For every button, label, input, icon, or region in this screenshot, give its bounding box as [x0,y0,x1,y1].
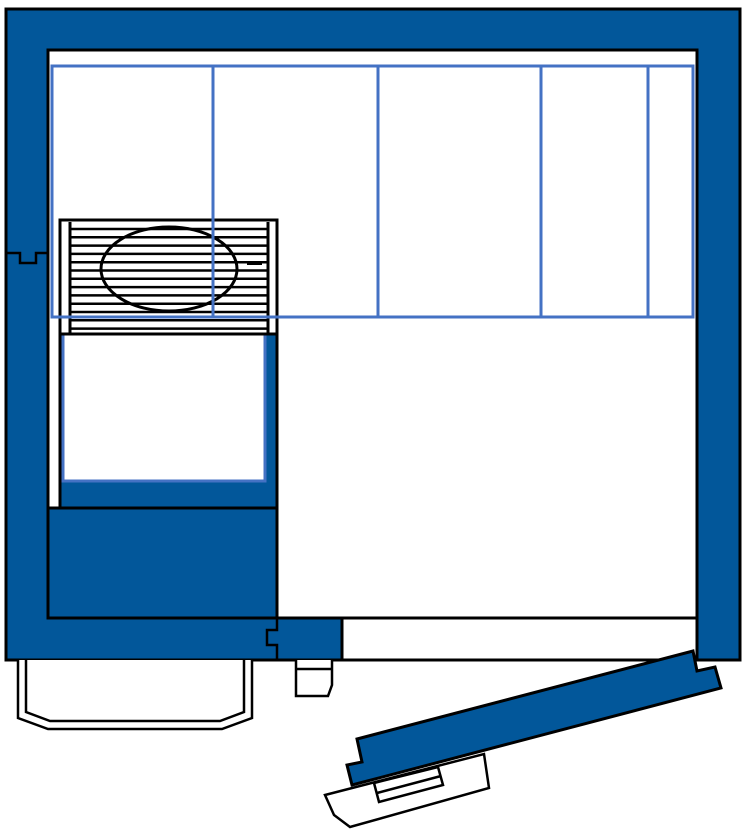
condenser-housing [16,660,254,731]
fan-icon [99,225,239,313]
drain-box [294,660,334,698]
door-opening [340,616,699,662]
evaporator-coil [58,218,279,336]
door-panel[interactable] [345,649,723,787]
wall-panel-joint [6,251,48,265]
unit-access-panel [61,332,267,483]
door[interactable] [323,649,723,829]
wall-panel-joint-bottom [265,618,279,660]
shelving-grid [50,64,695,319]
condensing-unit-base [46,506,279,620]
